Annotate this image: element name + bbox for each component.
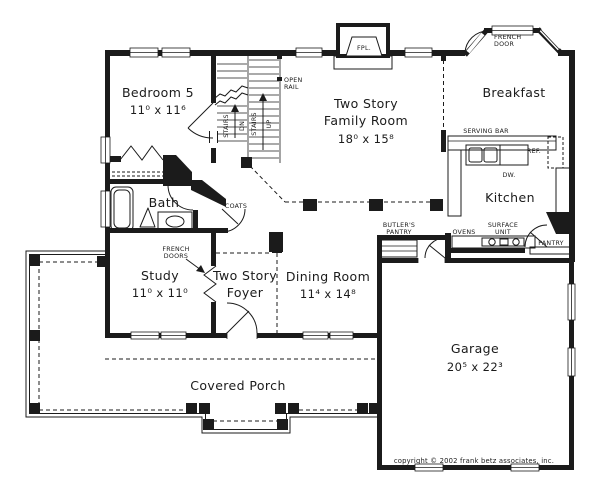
- burner: [512, 238, 520, 246]
- garage-entry-door: [417, 237, 446, 264]
- window: [100, 190, 111, 228]
- family-room-label-1: Two Story: [333, 96, 398, 111]
- garage-dims: 20⁵ x 22³: [447, 360, 503, 374]
- stairs-dn-label-1: STAIRS: [223, 114, 230, 137]
- window: [414, 463, 444, 472]
- window: [160, 331, 187, 340]
- window: [100, 136, 111, 164]
- bath-label: Bath: [149, 195, 180, 210]
- coats-door: [221, 208, 246, 233]
- kitchen-fixtures: [379, 135, 575, 258]
- surface-unit-label-2: UNIT: [495, 229, 511, 236]
- burner-center: [499, 238, 509, 246]
- window: [295, 47, 323, 58]
- kitchen-sink-basin: [483, 147, 498, 163]
- window: [329, 331, 354, 340]
- butlers-pantry-label-2: PANTRY: [386, 229, 412, 236]
- french-door-label-1: FRENCH: [494, 34, 521, 41]
- dishwasher-label: DW.: [502, 172, 515, 179]
- kitchen-label: Kitchen: [485, 190, 535, 205]
- copyright-text: copyright © 2002 frank betz associates, …: [394, 457, 554, 465]
- breakfast-label: Breakfast: [482, 85, 545, 100]
- study-french-doors-label-2: DOORS: [164, 253, 188, 260]
- bathtub: [110, 186, 134, 232]
- bath-sink: [165, 215, 185, 228]
- open-hall-lines: [216, 60, 444, 333]
- stairs-up-label-1: STAIRS: [251, 112, 258, 135]
- burner: [488, 238, 496, 246]
- open-rail-label-1: OPEN: [284, 77, 302, 84]
- window: [567, 347, 576, 377]
- kitchen-sink-basin: [468, 147, 483, 163]
- covered-porch-label: Covered Porch: [190, 378, 286, 393]
- garage-label: Garage: [451, 341, 499, 356]
- study-french-doors-label-1: FRENCH: [162, 246, 189, 253]
- dining-dims: 11⁴ x 14⁸: [300, 287, 356, 301]
- french-door-label-2: DOOR: [494, 41, 515, 48]
- kitchen-counter-left: [447, 149, 462, 217]
- french-doors-arrow: [185, 258, 205, 273]
- butlers-pantry-label-1: BUTLER'S: [383, 222, 415, 229]
- serving-bar-counter: [447, 135, 557, 151]
- study-french-doors: [203, 265, 218, 303]
- window: [302, 331, 329, 340]
- toilet: [139, 207, 156, 228]
- surface-unit-label-1: SURFACE: [488, 222, 518, 229]
- pantry-door: [524, 224, 548, 248]
- butlers-pantry-shelves: [379, 239, 418, 258]
- cooktop-counter: [451, 235, 536, 249]
- bath-fixtures: [110, 186, 193, 232]
- window: [404, 47, 433, 58]
- window: [539, 28, 561, 51]
- ovens-label: OVENS: [452, 229, 475, 236]
- labels: Bedroom 5 11⁰ x 11⁶ Two Story Family Roo…: [122, 34, 564, 465]
- coats-label: COATS: [225, 203, 247, 210]
- bedroom5-dims: 11⁰ x 11⁶: [130, 103, 186, 117]
- stairs-dn-label-2: DN: [239, 121, 246, 131]
- cooktop: [481, 237, 525, 247]
- study-dims: 11⁰ x 11⁰: [132, 286, 188, 300]
- refrigerator-label: REF.: [527, 148, 541, 155]
- pantry-shelf: [529, 246, 571, 255]
- bath-vanity: [157, 211, 193, 232]
- open-rail-label-2: RAIL: [284, 84, 299, 91]
- study-label: Study: [141, 268, 179, 283]
- serving-bar-label: SERVING BAR: [463, 128, 509, 135]
- window: [491, 25, 534, 36]
- window: [510, 463, 540, 472]
- refrigerator: [547, 136, 564, 169]
- dishwasher: [499, 144, 529, 166]
- foyer-label-1: Two Story: [212, 268, 277, 283]
- kitchen-counter-right: [555, 167, 575, 217]
- bath-door: [167, 184, 194, 211]
- window: [130, 331, 160, 340]
- closet-shelving: [112, 171, 163, 177]
- bedroom5-label: Bedroom 5: [122, 85, 194, 100]
- foyer-label-2: Foyer: [227, 285, 264, 300]
- window: [567, 283, 576, 321]
- bedroom-door: [187, 102, 217, 148]
- stairs-up-label-2: UP: [266, 120, 273, 129]
- closet-bifold-doors: [119, 145, 164, 161]
- window: [161, 47, 191, 58]
- fireplace: [333, 23, 393, 70]
- dining-label: Dining Room: [286, 269, 370, 284]
- pantry-label: PANTRY: [538, 240, 564, 247]
- front-door: [226, 302, 258, 340]
- porch-columns: [29, 255, 379, 430]
- doors: [119, 30, 548, 340]
- fireplace-label: FPL.: [357, 45, 371, 52]
- breakfast-french-door: [464, 30, 489, 54]
- covered-porch-outline: [25, 250, 379, 434]
- window: [129, 47, 159, 58]
- family-room-dims: 18⁰ x 15⁸: [338, 132, 394, 146]
- windows: [100, 25, 576, 472]
- stairs: [214, 55, 282, 168]
- family-room-label-2: Family Room: [324, 113, 408, 128]
